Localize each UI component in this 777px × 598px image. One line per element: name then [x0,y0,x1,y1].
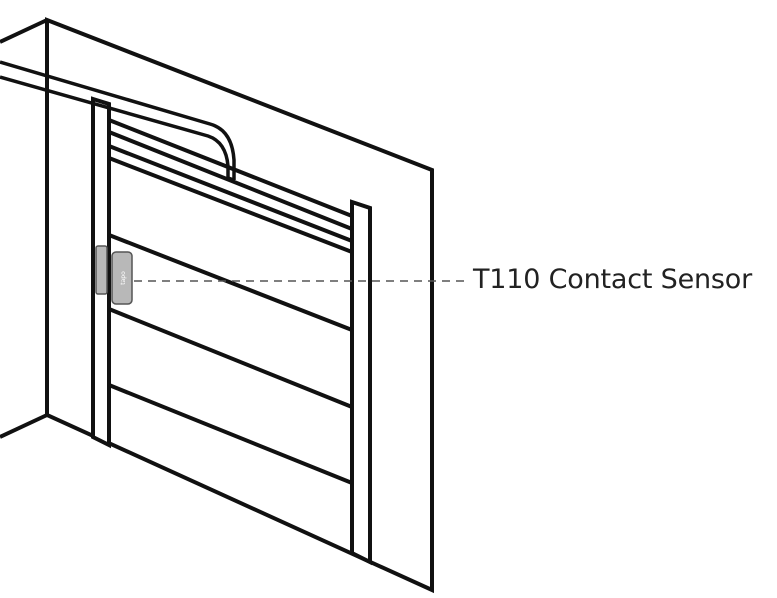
sensor-main-unit [111,251,133,305]
wall-corner-bottom [0,413,48,439]
sensor-logo: tapo [120,271,127,285]
sensor-callout-label: T110 Contact Sensor [473,264,752,295]
sensor-magnet [95,245,108,295]
door-panel-lines [108,233,353,485]
right-door-jamb [350,199,372,566]
opener-rail [0,60,236,182]
contact-sensor-device: tapo [95,245,133,305]
wall-corner-top [0,18,48,44]
right-wall [45,17,434,594]
